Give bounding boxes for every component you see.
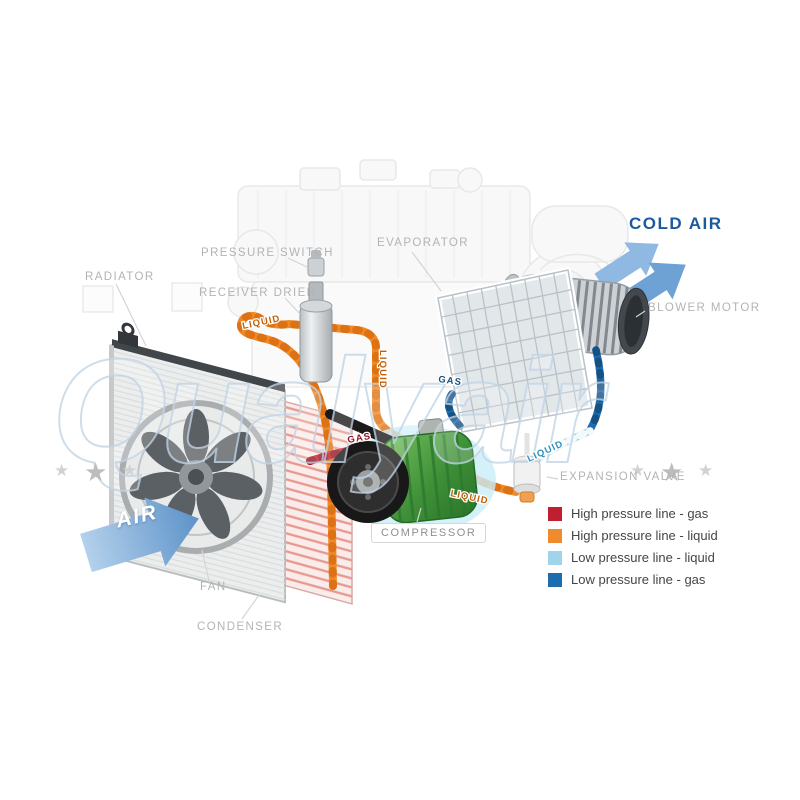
watermark-text: Qualyair [52,329,610,494]
label-evaporator: EVAPORATOR [377,237,469,249]
svg-text:★: ★ [84,457,107,487]
legend-swatch-low-pressure-liquid [548,550,562,565]
legend-row-low-pressure-gas: Low pressure line - gas [548,572,718,587]
pipe-label-liquid-drier-down: LIQUID [377,350,388,389]
low-pressure-gas-pipe [444,346,605,432]
label-condenser: CONDENSER [197,621,284,633]
label-receiver-drier: RECEIVER DRIER [199,287,317,299]
pipe-label-gas-suction: GAS [438,374,463,388]
legend-row-high-pressure-liquid: High pressure line - liquid [548,528,718,543]
expansion-valve-graphic [513,433,541,503]
svg-text:★: ★ [698,461,713,480]
legend-swatch-low-pressure-gas [548,572,562,587]
label-leader-lines [115,251,646,620]
legend-label-high-pressure-gas: High pressure line - gas [571,506,709,521]
air-intake-arrow [80,497,199,573]
legend-label-high-pressure-liquid: High pressure line - liquid [571,528,718,543]
label-compressor: COMPRESSOR [371,523,487,543]
watermark-stars: ★ ★ ★ ★ ★ ★ [54,457,713,487]
legend-swatch-high-pressure-gas [548,506,562,521]
svg-text:★: ★ [660,457,683,487]
label-cold-air: COLD AIR [629,214,723,233]
legend-label-low-pressure-liquid: Low pressure line - liquid [571,550,715,565]
label-expansion-valve: EXPANSION VALVE [560,471,686,483]
svg-text:★: ★ [122,461,137,480]
label-blower-motor: BLOWER MOTOR [648,302,761,314]
receiver-drier-graphic [299,250,333,383]
compressor-graphic [325,409,496,535]
label-pressure-switch: PRESSURE SWITCH [201,247,334,259]
evaporator-graphic [435,267,595,435]
label-radiator: RADIATOR [85,271,155,283]
label-fan: FAN [200,581,227,593]
legend-row-high-pressure-gas: High pressure line - gas [548,506,718,521]
legend-swatch-high-pressure-liquid [548,528,562,543]
legend-label-low-pressure-gas: Low pressure line - gas [571,572,706,587]
pressure-switch-graphic [307,257,325,277]
svg-text:★: ★ [630,461,645,480]
svg-text:★: ★ [54,461,69,480]
legend-row-low-pressure-liquid: Low pressure line - liquid [548,550,718,565]
legend: High pressure line - gas High pressure l… [548,506,718,587]
